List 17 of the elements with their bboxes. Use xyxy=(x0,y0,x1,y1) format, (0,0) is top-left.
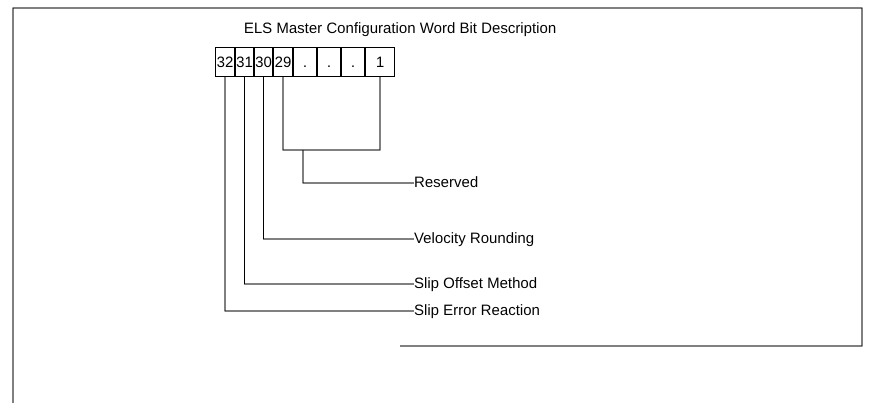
diagram-title: ELS Master Configuration Word Bit Description xyxy=(242,20,558,37)
leader-line xyxy=(244,76,414,284)
bit-cell: 31 xyxy=(235,47,254,77)
bit-cell: 29 xyxy=(273,47,293,77)
bit-description: Slip Offset Method xyxy=(414,275,538,293)
bit-description: Reserved xyxy=(414,174,478,192)
bit-description: Velocity Rounding xyxy=(414,230,534,248)
leader-line xyxy=(263,76,414,240)
bit-cell: 30 xyxy=(254,47,273,77)
bit-cell: . xyxy=(317,47,341,77)
bit-cell: 1 xyxy=(365,47,395,77)
leader-line xyxy=(224,76,414,312)
bit-cell: . xyxy=(341,47,365,77)
bit-description: Slip Error Reaction xyxy=(414,302,540,320)
leader-line xyxy=(302,76,414,184)
bit-cell: . xyxy=(293,47,317,77)
bit-cell: 32 xyxy=(215,47,235,77)
